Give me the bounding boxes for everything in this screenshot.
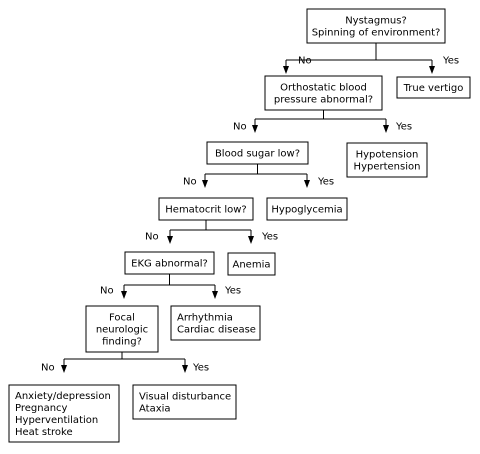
no-label: No [100, 286, 114, 297]
node-box [85, 305, 159, 353]
node-box [206, 141, 309, 165]
node-box [124, 251, 215, 275]
arrowhead-icon [248, 236, 254, 244]
node-text-line: Hypotension [356, 150, 419, 161]
arrowhead-icon [383, 125, 389, 133]
arrowhead-icon [121, 291, 127, 299]
node-text-line: Ataxia [139, 404, 171, 415]
node-box [306, 8, 446, 44]
arrowhead-icon [182, 365, 188, 373]
arrowhead-icon [202, 180, 208, 188]
yes-label: Yes [261, 232, 278, 243]
connectors [61, 43, 435, 373]
node-anxiety: Anxiety/depressionPregnancyHyperventilat… [8, 384, 120, 443]
node-text-line: Arrhythmia [177, 313, 233, 324]
node-box [227, 252, 276, 276]
node-text-line: Hematocrit low? [165, 205, 246, 216]
node-text-line: Spinning of environment? [312, 28, 441, 39]
node-box [346, 142, 428, 178]
node-box [396, 76, 471, 99]
node-box [158, 197, 254, 221]
arrowhead-icon [283, 66, 289, 74]
node-blood-sugar: Blood sugar low? [206, 141, 309, 165]
arrowhead-icon [252, 125, 258, 133]
no-label: No [145, 232, 159, 243]
node-anemia: Anemia [227, 252, 276, 276]
yes-label: Yes [192, 363, 209, 374]
node-text-line: Anemia [233, 260, 271, 271]
arrowhead-icon [429, 66, 435, 74]
node-box [8, 384, 120, 443]
yes-label: Yes [395, 122, 412, 133]
yes-label: Yes [317, 177, 334, 188]
arrowhead-icon [61, 365, 67, 373]
yes-label: Yes [442, 56, 459, 67]
arrowhead-icon [167, 236, 173, 244]
no-label: No [183, 177, 197, 188]
node-text-line: Cardiac disease [177, 325, 256, 336]
decision-nodes: Nystagmus?Spinning of environment? True v… [8, 8, 471, 443]
node-text-line: finding? [102, 337, 142, 348]
node-text-line: Blood sugar low? [215, 149, 300, 160]
node-text-line: Anxiety/depression [15, 391, 111, 402]
node-text-line: Hyperventilation [15, 415, 98, 426]
node-ekg: EKG abnormal? [124, 251, 215, 275]
node-text-line: Nystagmus? [345, 16, 407, 27]
node-text-line: Heat stroke [15, 427, 73, 438]
arrowhead-icon [212, 291, 218, 299]
no-label: No [41, 363, 55, 374]
node-hypoglycemia: Hypoglycemia [266, 197, 348, 221]
node-box [170, 305, 261, 341]
yes-label: Yes [224, 286, 241, 297]
node-text-line: Orthostatic blood [280, 83, 367, 94]
node-text-line: Hypoglycemia [271, 205, 342, 216]
arrowhead-icon [304, 180, 310, 188]
node-text-line: True vertigo [403, 83, 464, 94]
node-text-line: Focal [109, 313, 135, 324]
node-text-line: EKG abnormal? [131, 259, 208, 270]
no-label: No [298, 56, 312, 67]
node-text-line: Pregnancy [15, 403, 68, 414]
node-nystagmus: Nystagmus?Spinning of environment? [306, 8, 446, 44]
node-true-vertigo: True vertigo [396, 76, 471, 99]
node-box [264, 75, 383, 111]
node-text-line: Hypertension [354, 162, 421, 173]
node-box [266, 197, 348, 221]
node-hematocrit: Hematocrit low? [158, 197, 254, 221]
no-label: No [233, 122, 247, 133]
node-box [132, 384, 237, 420]
node-text-line: Visual disturbance [139, 392, 231, 403]
node-text-line: pressure abnormal? [274, 95, 373, 106]
node-text-line: neurologic [96, 325, 148, 336]
